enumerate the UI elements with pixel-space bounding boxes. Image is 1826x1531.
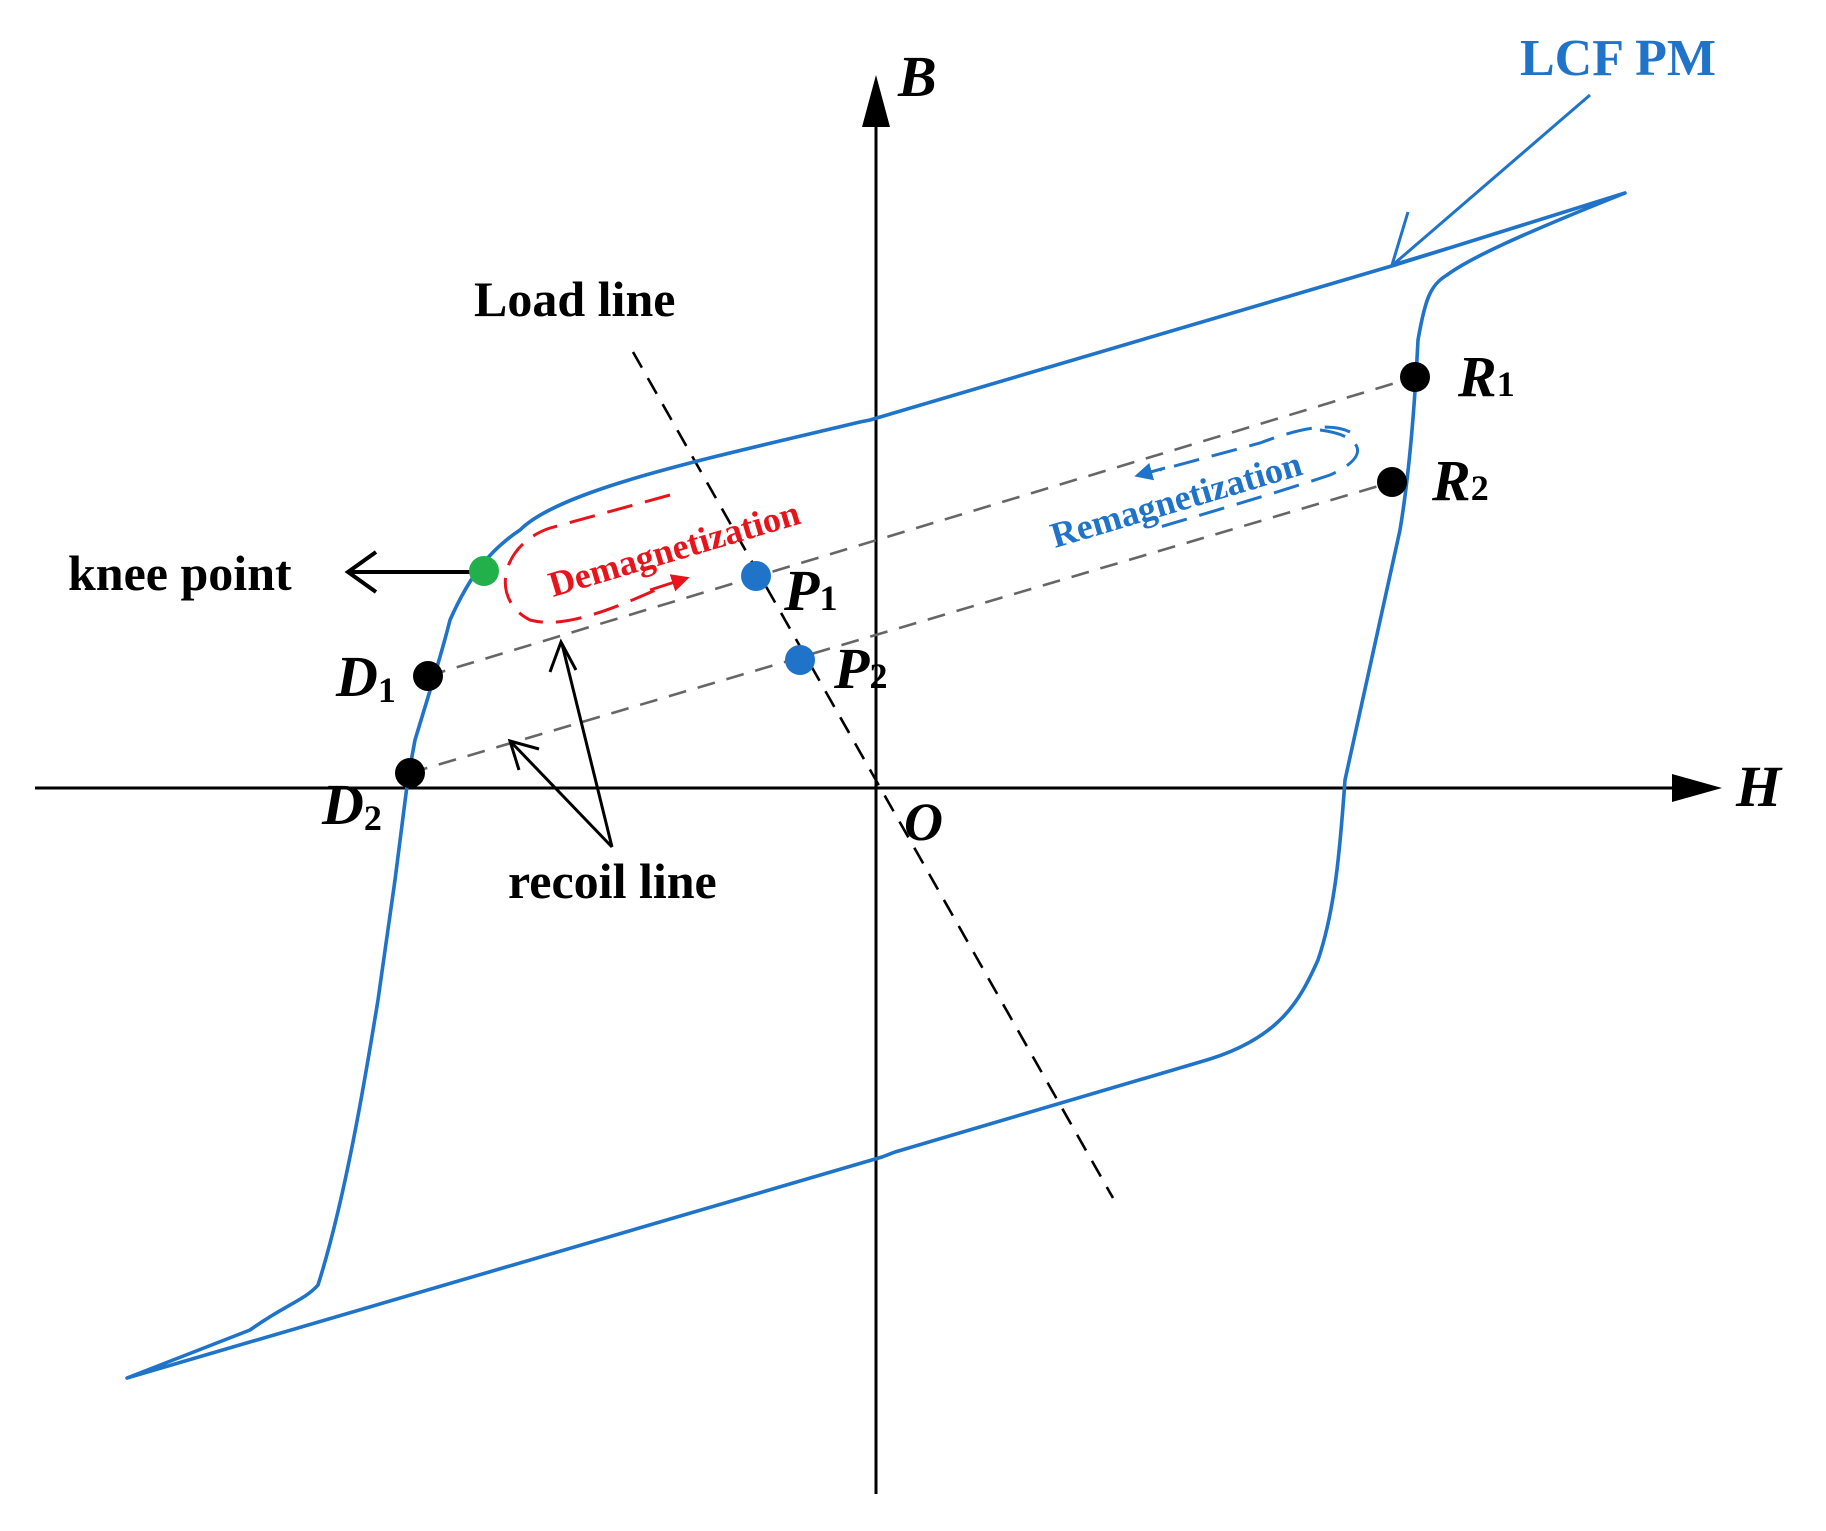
- point-d2-marker: [395, 758, 425, 788]
- recoil-arrow-head-1: [548, 638, 578, 673]
- point-d1-subscript: 1: [378, 670, 396, 710]
- point-d2-letter: D: [321, 772, 364, 837]
- point-p1-marker: [741, 561, 771, 591]
- recoil-line-2: [409, 480, 1393, 775]
- point-r1-letter: R: [1457, 344, 1497, 409]
- point-p1-label: P1: [783, 558, 837, 623]
- point-r2-label: R2: [1431, 448, 1489, 513]
- b-axis-label: B: [897, 44, 937, 109]
- load-line-label: Load line: [474, 271, 675, 327]
- point-d1-letter: D: [335, 644, 378, 709]
- point-r1-label: R1: [1457, 344, 1515, 409]
- point-p1-letter: P: [783, 558, 820, 623]
- remagnetization-label: Remagnetization: [1046, 443, 1307, 555]
- point-p2-label: P2: [833, 636, 887, 701]
- knee-point-arrow-head: [344, 550, 378, 594]
- h-axis-label: H: [1735, 754, 1783, 819]
- point-p1-subscript: 1: [819, 578, 837, 618]
- remagnetization-loop: [1149, 428, 1359, 532]
- remagnetization-arrow: [1134, 462, 1166, 481]
- demagnetization-arrow: [649, 574, 690, 592]
- lcf-pm-pointer-line: [1394, 93, 1591, 265]
- point-r2-marker: [1377, 467, 1407, 497]
- point-p2-subscript: 2: [869, 656, 887, 696]
- point-d1-marker: [413, 661, 443, 691]
- lcf-pm-label: LCF PM: [1520, 30, 1716, 87]
- knee-point-label: knee point: [68, 545, 292, 601]
- point-d2-subscript: 2: [364, 798, 382, 838]
- point-p2-letter: P: [833, 636, 870, 701]
- recoil-arrow-line-1: [560, 643, 614, 848]
- point-r1-subscript: 1: [1497, 364, 1515, 404]
- point-r2-letter: R: [1431, 448, 1471, 513]
- origin-label: O: [904, 792, 943, 852]
- recoil-arrow-head-2: [507, 738, 540, 771]
- lcf-pm-pointer-head: [1389, 211, 1449, 268]
- b-axis-arrowhead: [862, 75, 890, 127]
- point-r1-marker: [1400, 362, 1430, 392]
- point-d1-label: D1: [335, 644, 396, 710]
- point-p2-marker: [785, 645, 815, 675]
- knee-point-marker: [469, 556, 499, 586]
- recoil-line-label: recoil line: [508, 853, 717, 909]
- point-d2-label: D2: [321, 772, 382, 838]
- h-axis-arrowhead: [1672, 774, 1722, 802]
- point-r2-subscript: 2: [1471, 468, 1489, 508]
- remagnetization-loop-top: [1159, 425, 1351, 472]
- recoil-arrow-line-2: [510, 741, 614, 849]
- demagnetization-loop: [503, 493, 671, 624]
- load-line: [631, 351, 1115, 1199]
- hysteresis-curve: [125, 191, 1627, 1380]
- recoil-line-1: [427, 375, 1416, 678]
